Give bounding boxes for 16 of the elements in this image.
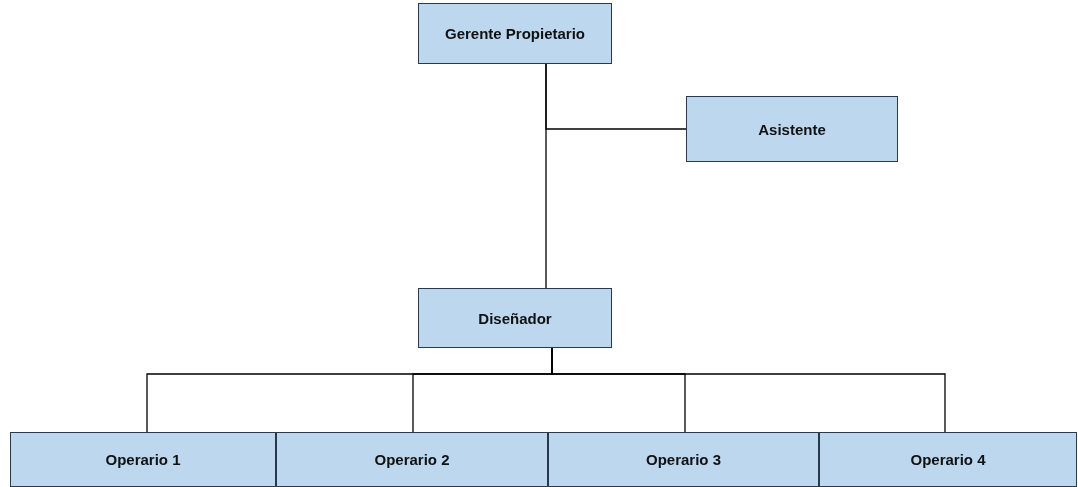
role-label: Operario 1 <box>105 451 181 468</box>
connector-line <box>551 347 946 433</box>
org-box <box>686 96 898 162</box>
role-label: Operario 4 <box>910 451 986 468</box>
org-box <box>819 432 1077 487</box>
role-label: Operario 2 <box>374 451 450 468</box>
role-label: Operario 3 <box>646 451 721 468</box>
org-box <box>548 432 819 487</box>
org-box <box>418 288 612 348</box>
connector-line <box>545 63 687 130</box>
org-box <box>418 3 612 64</box>
org-box <box>10 432 276 487</box>
role-label: Gerente Propietario <box>444 25 585 42</box>
role-label: Diseñador <box>478 309 552 327</box>
role-label: Asistente <box>758 120 826 138</box>
org-box <box>276 432 548 487</box>
